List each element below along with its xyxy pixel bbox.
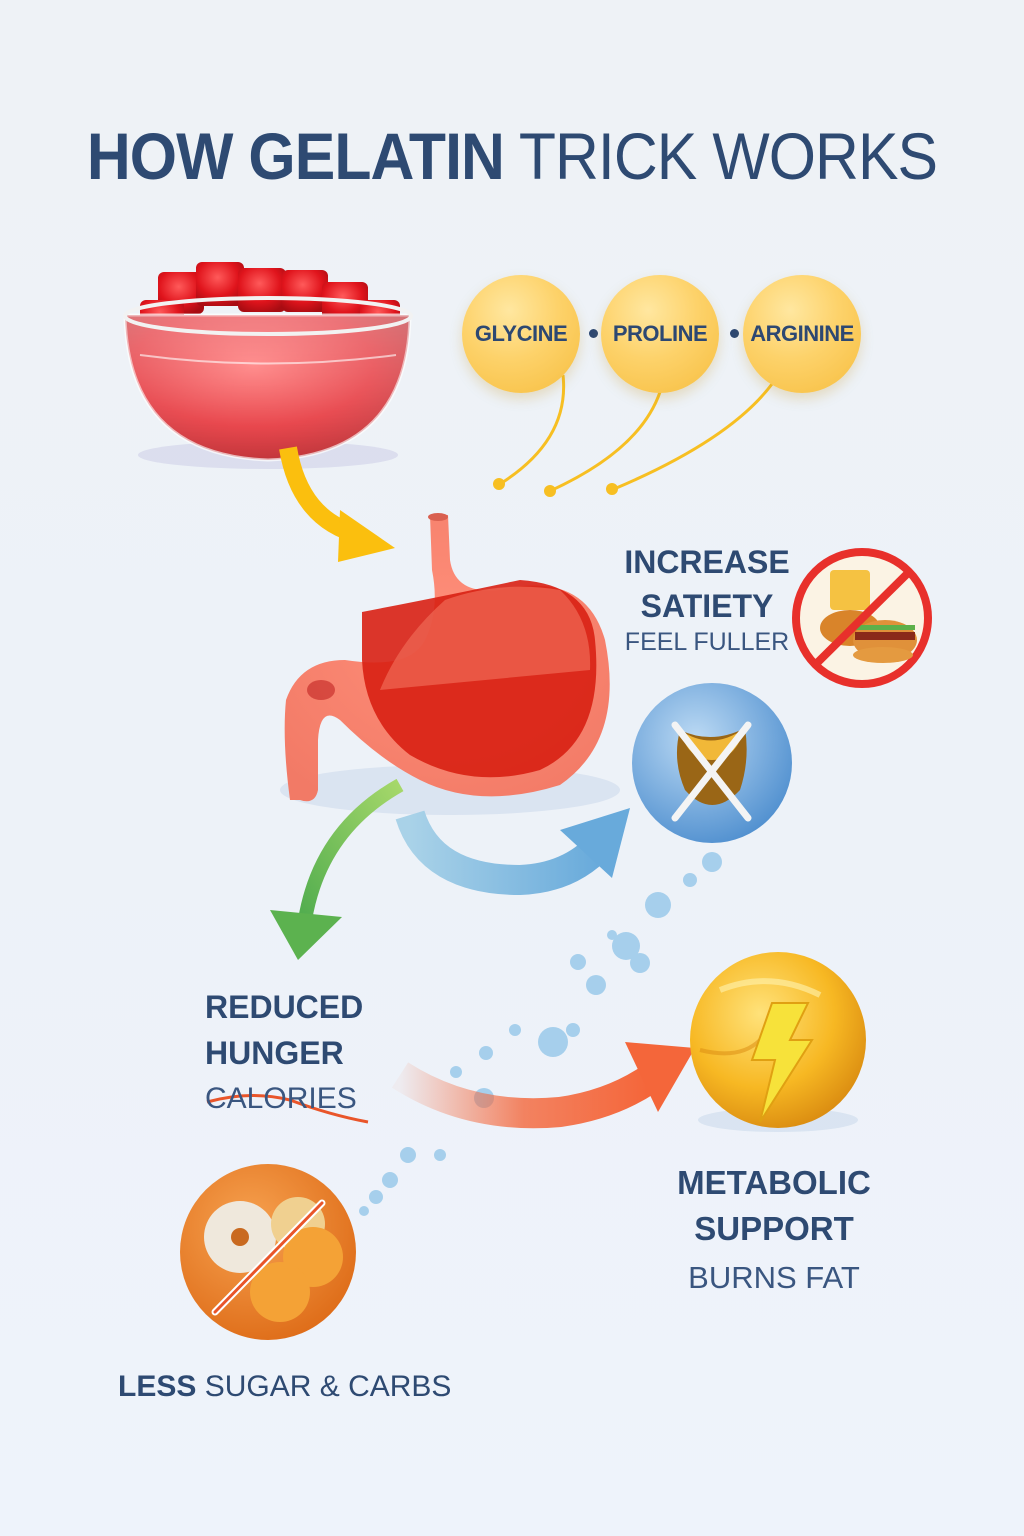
benefit-hunger: REDUCED HUNGER CALORIES	[205, 984, 363, 1116]
amino-connector-dots	[493, 478, 618, 497]
arrow-bowl-to-stomach	[279, 446, 395, 562]
stomach-icon	[280, 513, 620, 815]
sugar-bold: LESS	[118, 1370, 197, 1403]
satiety-sub: FEEL FULLER	[624, 628, 790, 656]
metabolic-heading-2: SUPPORT	[694, 1210, 854, 1247]
page-title: HOW GELATIN TRICK WORKS	[41, 118, 983, 194]
no-fast-food-icon	[792, 548, 932, 688]
gelatin-bowl-icon	[123, 262, 413, 469]
hunger-sub-calories: CALORIES	[205, 1082, 357, 1115]
fat-cell-lightning-icon	[690, 952, 866, 1132]
satiety-heading-1: INCREASE	[624, 544, 790, 580]
separator-dot	[589, 329, 598, 338]
title-regular: TRICK WORKS	[518, 119, 938, 193]
benefit-sugar: LESS SUGAR & CARBS	[118, 1370, 451, 1404]
arrow-hunger-to-metabolism	[391, 1042, 695, 1129]
amino-label: ARGININE	[750, 321, 854, 346]
amino-connectors	[499, 374, 774, 493]
hunger-heading-1: REDUCED	[205, 989, 364, 1025]
bubbles	[359, 852, 722, 1216]
calories-strike-line	[206, 1094, 369, 1124]
arrow-stomach-to-fat-cell	[395, 808, 630, 896]
hunger-heading-2: HUNGER	[205, 1035, 344, 1071]
satiety-heading-2: SATIETY	[640, 588, 774, 624]
crossed-sweets-plate-icon	[180, 1164, 356, 1340]
amino-label: PROLINE	[612, 321, 708, 346]
amino-label: GLYCINE	[474, 321, 568, 346]
benefit-satiety: INCREASE SATIETY FEEL FULLER	[612, 540, 802, 657]
amino-arginine: ARGININE	[743, 275, 861, 393]
title-bold: HOW GELATIN	[86, 119, 505, 193]
sugar-regular: SUGAR & CARBS	[204, 1370, 452, 1403]
metabolic-sub: BURNS FAT	[688, 1260, 860, 1295]
metabolic-heading-1: METABOLIC	[677, 1164, 871, 1201]
amino-glycine: GLYCINE	[462, 275, 580, 393]
amino-proline: PROLINE	[601, 275, 719, 393]
benefit-metabolic: METABOLIC SUPPORT BURNS FAT	[660, 1160, 888, 1296]
separator-dot	[730, 329, 739, 338]
crossed-fat-cell-icon	[632, 683, 792, 843]
arrow-stomach-to-hunger	[270, 778, 404, 960]
